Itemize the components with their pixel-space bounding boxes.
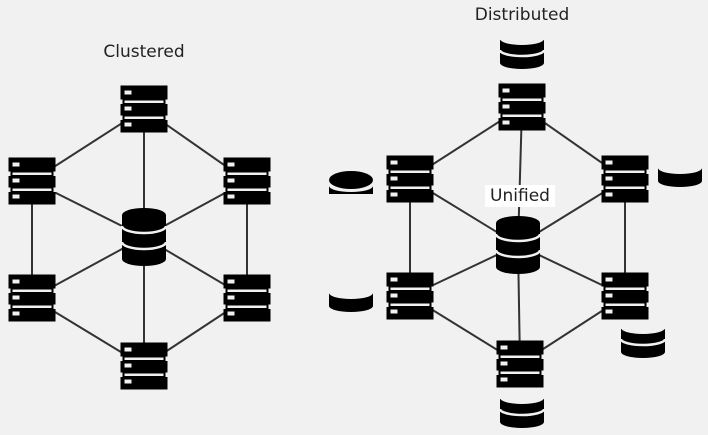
server-icon <box>495 340 545 388</box>
database-icon <box>120 208 168 266</box>
server-icon <box>600 155 650 203</box>
database-shard-icon <box>329 293 373 312</box>
distributed-title: Distributed <box>474 5 570 25</box>
server-icon <box>385 272 435 320</box>
server-icon <box>497 83 547 131</box>
unified-label: Unified <box>485 185 555 207</box>
database-shard-icon <box>498 397 546 428</box>
database-shard-icon <box>498 38 546 69</box>
server-icon <box>222 157 272 205</box>
server-icon <box>7 157 57 205</box>
database-icon <box>494 216 542 274</box>
server-icon <box>600 272 650 320</box>
server-icon <box>222 274 272 322</box>
clustered-title: Clustered <box>103 42 185 62</box>
database-shard-icon <box>658 168 702 187</box>
server-icon <box>385 155 435 203</box>
server-icon <box>119 342 169 390</box>
database-shard-icon <box>619 327 667 358</box>
database-shard-icon <box>329 171 373 194</box>
server-icon <box>7 274 57 322</box>
server-icon <box>119 85 169 133</box>
